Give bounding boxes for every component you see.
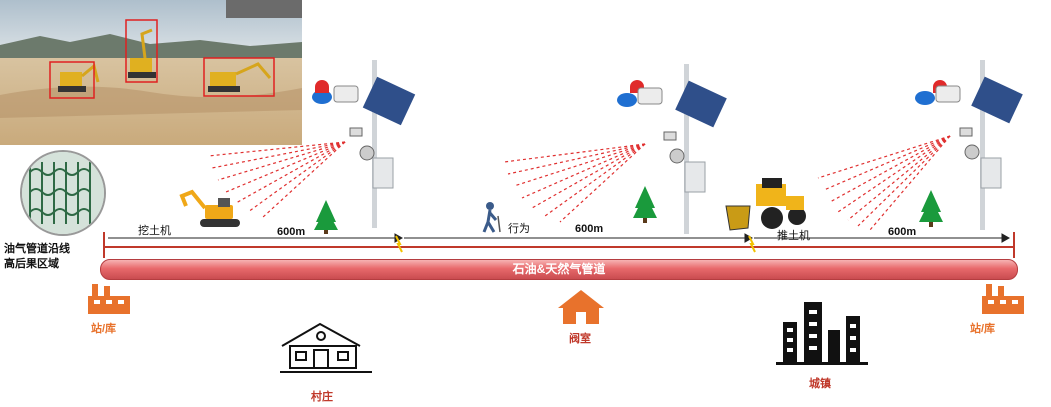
station-right-label: 站/库 — [970, 323, 996, 335]
person-icon — [482, 202, 501, 233]
village-label: 村庄 — [311, 391, 333, 403]
tree-2-icon — [633, 186, 657, 223]
segment-1-event-label: 挖土机 — [138, 225, 171, 237]
segment-3-event-label: 推土机 — [777, 230, 810, 242]
monitor-pole-3-icon — [915, 60, 1023, 230]
monitoring-photo — [0, 0, 302, 145]
tree-3-icon — [919, 190, 943, 227]
segment-3-distance: 600m — [888, 226, 917, 238]
fiber-fence-inset — [20, 150, 106, 236]
radar-fan-3 — [817, 135, 951, 231]
pipeline: 石油&天然气管道 — [100, 259, 1018, 280]
town-buildings-icon — [776, 302, 868, 365]
town-label: 城镇 — [809, 378, 831, 390]
bulldozer-icon — [725, 178, 806, 231]
village-house-icon — [280, 322, 372, 373]
tree-1-icon — [314, 200, 338, 234]
segment-1-distance: 600m — [277, 226, 306, 238]
valve-room-label: 阀室 — [569, 333, 591, 345]
excavator-3-icon — [208, 62, 272, 92]
distance-arrows — [108, 233, 1011, 243]
radar-fan-2 — [503, 143, 646, 223]
monitor-pole-2-icon — [617, 64, 727, 234]
station-left-icon — [88, 284, 130, 314]
pipeline-label: 石油&天然气管道 — [512, 262, 606, 276]
station-left-label: 站/库 — [91, 323, 117, 335]
radar-fan-1 — [207, 141, 346, 219]
station-right-icon — [982, 284, 1024, 314]
area-label: 油气管道沿线 高后果区域 — [4, 243, 70, 270]
excavator-2-icon — [128, 28, 156, 78]
monitor-pole-1-icon — [312, 60, 416, 228]
segment-2-distance: 600m — [575, 223, 604, 235]
excavator-icon — [179, 189, 240, 227]
segment-2-event-label: 行为 — [508, 223, 530, 235]
valve-room-icon — [558, 290, 604, 324]
